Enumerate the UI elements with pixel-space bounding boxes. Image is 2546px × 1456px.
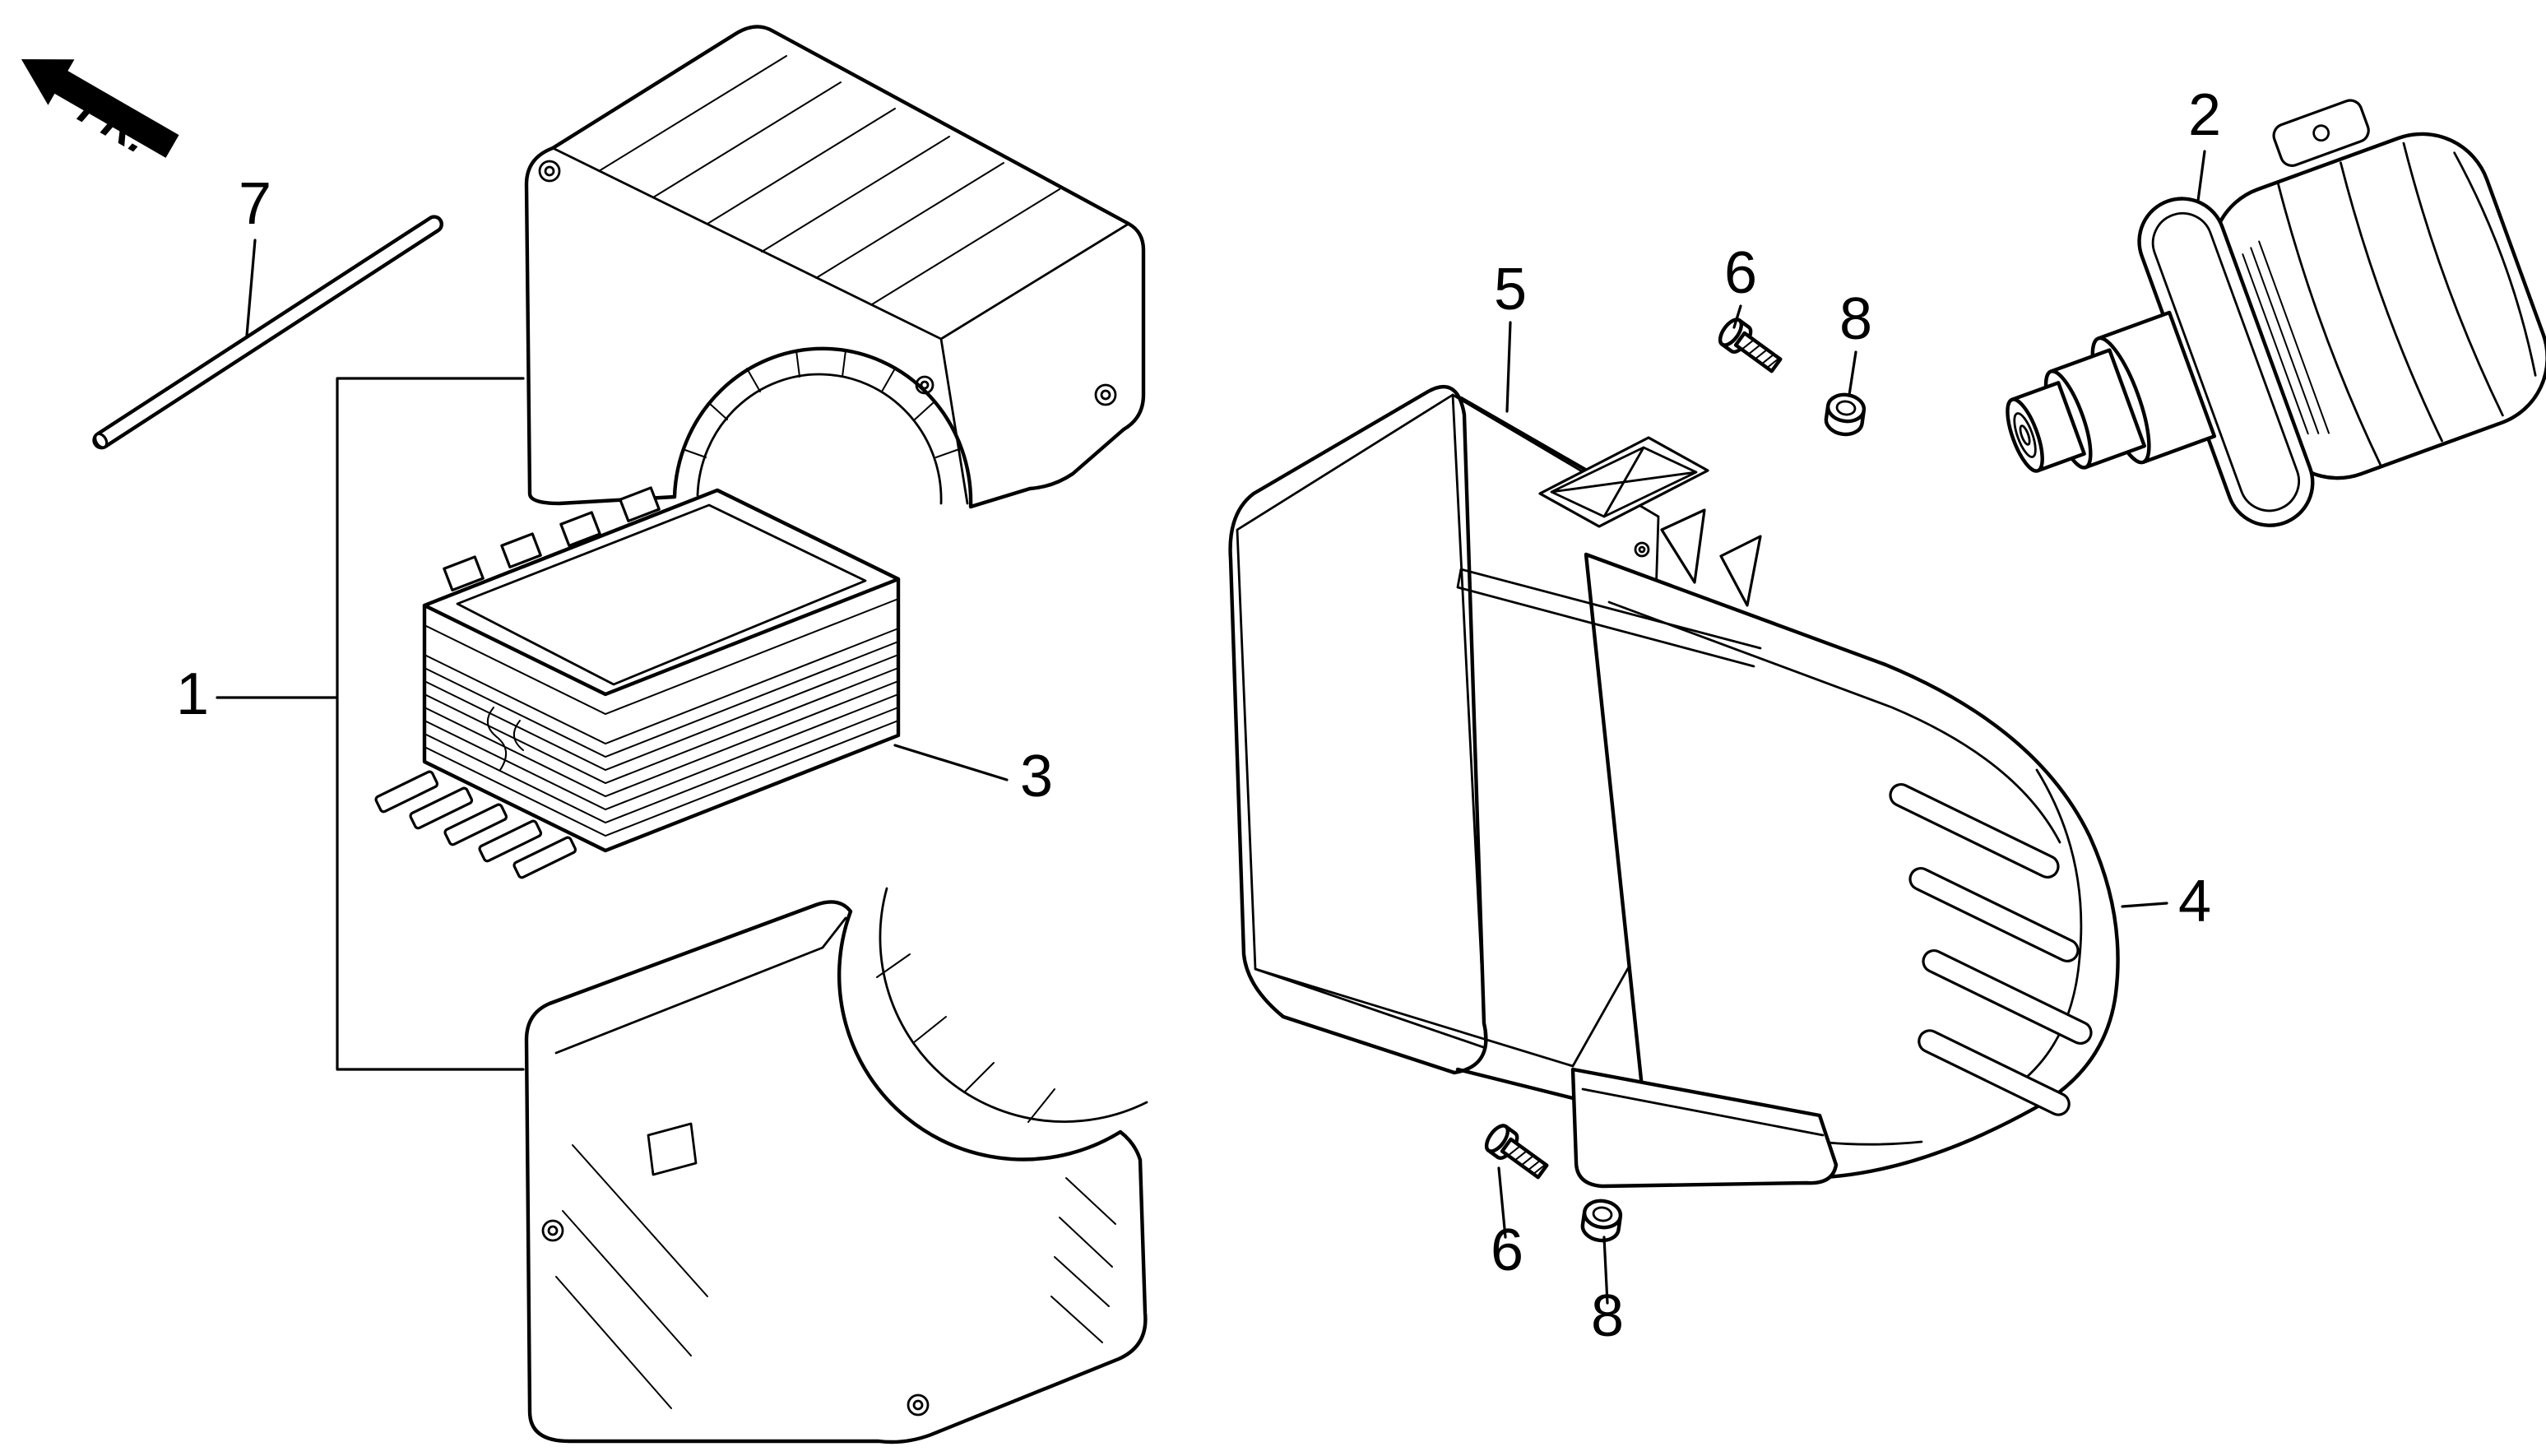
part-3-filter-element xyxy=(374,486,901,879)
leader-line-8-lower xyxy=(1602,1236,1609,1305)
leader-lines xyxy=(245,150,2206,1305)
top-cover-arch-shading xyxy=(682,350,960,458)
top-cover-screw-bosses xyxy=(538,160,1117,406)
housing-screw-bosses xyxy=(541,1219,930,1417)
element-laminations xyxy=(424,598,899,837)
housing-trough-shading xyxy=(876,953,1055,1123)
air-cleaner-top-cover xyxy=(524,25,1146,509)
leader-line-8-upper xyxy=(1848,350,1857,396)
screw-6-upper xyxy=(1716,316,1784,377)
nut-8-lower xyxy=(1581,1199,1622,1243)
leader-line-4 xyxy=(2121,902,2168,908)
nut-8-upper xyxy=(1825,392,1866,437)
leader-line-7 xyxy=(245,239,257,337)
leader-line-5 xyxy=(1505,321,1512,413)
muffler-bracket-tab xyxy=(2272,99,2370,167)
callout-5: 5 xyxy=(1494,257,1527,322)
leader-line-6-upper xyxy=(1732,304,1742,329)
cover-vent-slots xyxy=(1889,783,2093,1116)
part-1-bracket-line xyxy=(216,377,525,1071)
leader-line-6-lower xyxy=(1497,1166,1507,1239)
cover-bottom-flap xyxy=(1570,1067,1839,1189)
part-4-outer-cover xyxy=(1584,552,2120,1180)
muffler-inlet-pipe xyxy=(2006,310,2217,473)
callout-4: 4 xyxy=(2178,869,2211,934)
top-cover-hatching xyxy=(598,55,1060,305)
leader-line-3 xyxy=(893,744,1009,781)
arrow-icon xyxy=(21,59,179,158)
callout-8-lower: 8 xyxy=(1591,1283,1624,1349)
element-terminal-tabs xyxy=(443,486,661,592)
part-7-rod xyxy=(92,215,443,450)
callout-2: 2 xyxy=(2188,82,2221,148)
case-latch-detail xyxy=(1456,436,1762,668)
air-cleaner-bottom-housing xyxy=(524,887,1148,1444)
callout-8-upper: 8 xyxy=(1839,286,1872,352)
callout-7: 7 xyxy=(239,171,271,237)
callout-3: 3 xyxy=(1020,744,1053,809)
front-direction-arrow: FR. xyxy=(21,59,179,163)
screw-6-lower xyxy=(1482,1122,1551,1183)
element-comb-teeth xyxy=(374,770,577,879)
callout-6-lower: 6 xyxy=(1491,1217,1523,1283)
part-2-muffler xyxy=(2006,99,2546,527)
housing-hatching xyxy=(555,1144,1116,1409)
callout-1: 1 xyxy=(176,661,209,727)
callouts: 1 7 3 5 6 8 2 4 6 8 xyxy=(176,82,2221,1349)
callout-6-upper: 6 xyxy=(1724,240,1757,306)
leader-line-2 xyxy=(2196,150,2206,202)
